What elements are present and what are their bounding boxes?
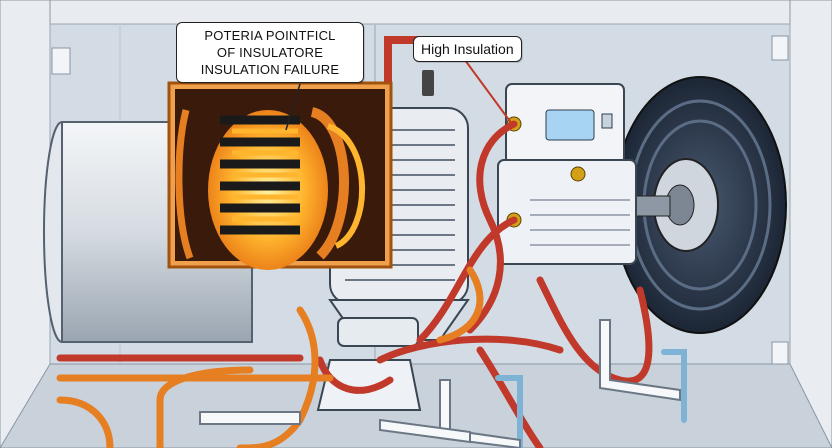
mounting-clip (51, 47, 71, 75)
high-insulation-label: High Insulation (413, 36, 522, 62)
callout-leader (461, 55, 513, 125)
callout-line-2: OF INSULATORE (216, 45, 324, 60)
coil-outer-loop (310, 107, 349, 260)
coil-hot-layers (232, 128, 298, 222)
cabinet-left-frame (0, 0, 51, 448)
insulation-meter-display-icon (545, 109, 595, 141)
cabinet-right-frame (789, 0, 832, 448)
meter-button (601, 113, 613, 129)
motor-foot (337, 317, 419, 347)
callout-line-3: INSULATION FAILURE (200, 62, 340, 77)
blue-pipes (495, 349, 687, 448)
cabinet-top-frame (0, 0, 832, 25)
insulation-failure-callout: POTERIA POINTFICL OF INSULATORE INSULATI… (176, 22, 364, 83)
callout-line-1: POTERIA POINTFICL (204, 28, 336, 43)
brass-connector (570, 166, 586, 182)
red-cables (56, 120, 653, 448)
terminal-block (497, 159, 637, 265)
cable-connector (422, 70, 434, 96)
coil-outer-loop (326, 123, 365, 249)
coil-outer-loop (175, 109, 194, 260)
floor-brackets (199, 319, 681, 448)
mounting-clip (771, 35, 789, 61)
mounting-clip (771, 341, 789, 367)
callout-leader (285, 83, 301, 131)
terminal-lines (530, 199, 630, 246)
coil-windings (220, 115, 300, 235)
riser-cable (384, 36, 420, 90)
